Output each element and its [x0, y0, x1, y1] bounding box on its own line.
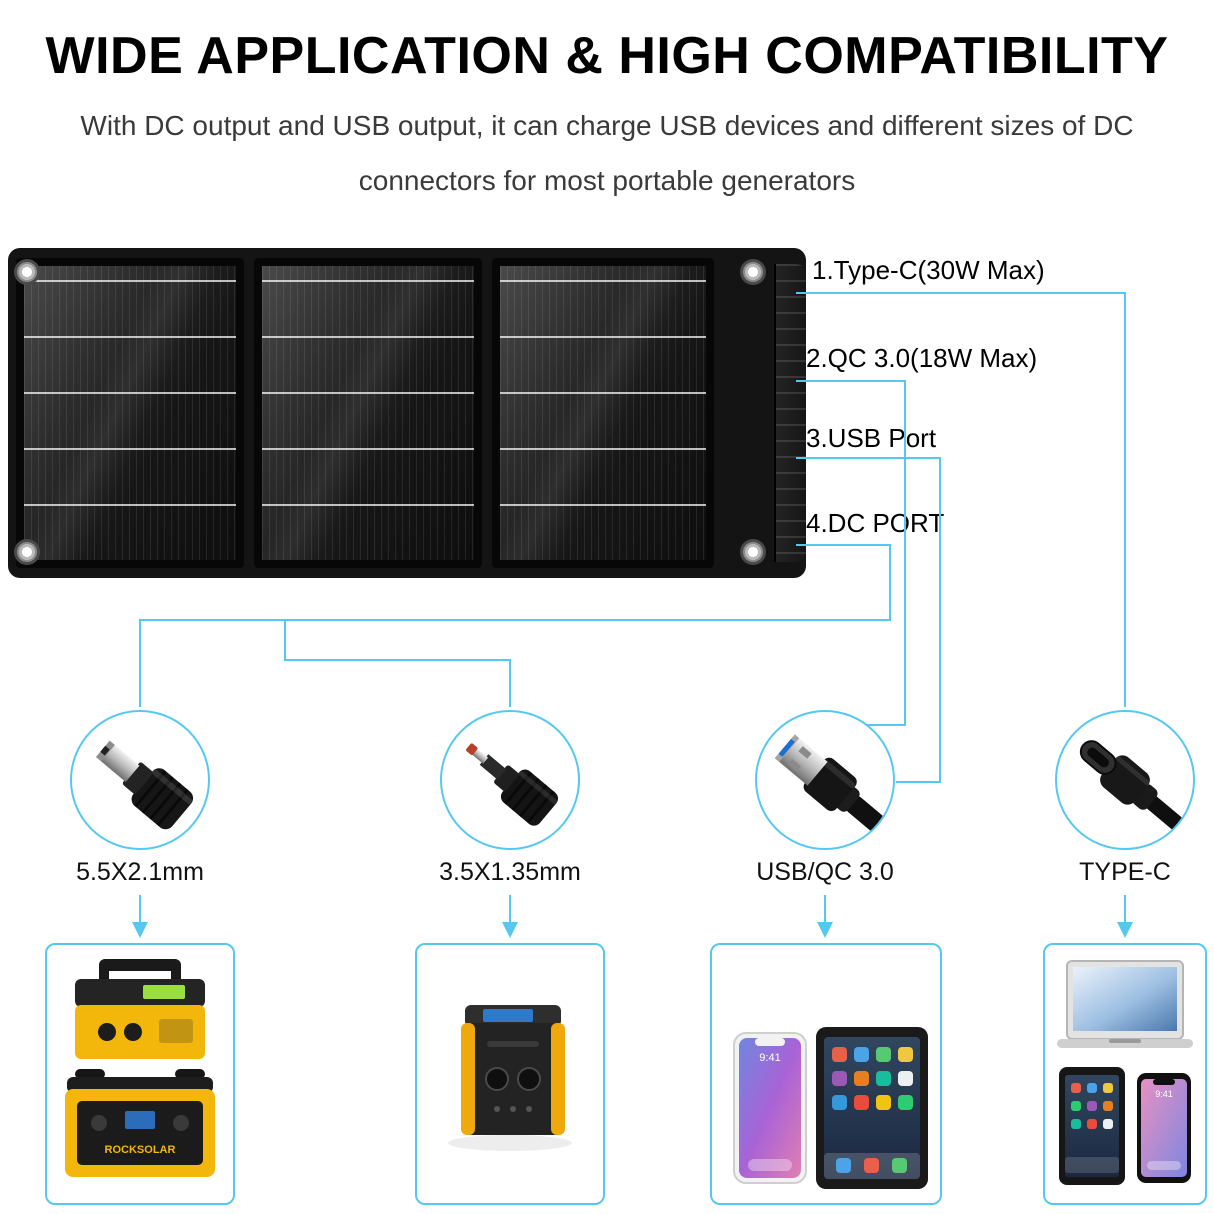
usb-a-plug-icon	[774, 734, 893, 846]
subtitle-line-2: connectors for most portable generators	[358, 165, 856, 196]
solar-panel-section-1	[16, 258, 244, 568]
connector-label-dc-5521: 5.5X2.1mm	[76, 858, 204, 886]
subtitle-line-1: With DC output and USB output, it can ch…	[80, 110, 1134, 141]
grommet-icon	[740, 539, 766, 565]
power-stations-image: ROCKSOLAR	[65, 959, 215, 1177]
port-label-type-c: 1.Type-C(30W Max)	[812, 255, 1045, 285]
grommet-icon	[14, 539, 40, 565]
ipad-app-grid	[832, 1047, 913, 1110]
device-box-laptop-tablet-phone: 9:41	[1043, 943, 1207, 1205]
solar-panel-section-2	[254, 258, 482, 568]
solar-panel-image	[8, 248, 806, 578]
arrow-head-icon	[1117, 922, 1133, 938]
type-c-plug-icon	[1079, 740, 1193, 844]
device-box-power-bank	[415, 943, 605, 1205]
connector-label-usb-qc: USB/QC 3.0	[756, 858, 894, 886]
connector-photo-usb-a	[755, 710, 895, 850]
solar-panel-port-flap	[774, 264, 806, 562]
dc-plug-35135-icon	[466, 743, 559, 826]
port-label-usb: 3.USB Port	[806, 423, 937, 453]
line-dc-branch	[284, 620, 511, 707]
grommet-icon	[740, 259, 766, 285]
page-title: WIDE APPLICATION & HIGH COMPATIBILITY	[45, 27, 1169, 85]
connector-photo-dc-5521	[70, 710, 210, 850]
laptop-tablet-phone-image: 9:41	[1057, 960, 1193, 1185]
arrow-head-icon	[502, 922, 518, 938]
port-label-qc30: 2.QC 3.0(18W Max)	[806, 343, 1038, 373]
phone-clock: 9:41	[1155, 1089, 1173, 1099]
power-station-brand: ROCKSOLAR	[105, 1144, 176, 1156]
connector-label-dc-35135: 3.5X1.35mm	[439, 858, 581, 886]
connector-photo-type-c	[1055, 710, 1195, 850]
phone-tablet-image: 9:41	[733, 1027, 928, 1189]
tablet-app-grid	[1071, 1083, 1113, 1129]
power-bank-image	[448, 1005, 572, 1151]
dc-plug-5521-icon	[95, 740, 194, 830]
arrow-head-icon	[817, 922, 833, 938]
grommet-icon	[14, 259, 40, 285]
arrow-head-icon	[132, 922, 148, 938]
phone-clock: 9:41	[759, 1052, 780, 1064]
device-box-phone-tablet: 9:41	[710, 943, 942, 1205]
port-label-dc: 4.DC PORT	[806, 508, 945, 538]
connector-photo-dc-35135	[440, 710, 580, 850]
connector-label-type-c: TYPE-C	[1079, 858, 1171, 886]
device-box-power-stations: ROCKSOLAR	[45, 943, 235, 1205]
solar-panel-section-3	[492, 258, 714, 568]
